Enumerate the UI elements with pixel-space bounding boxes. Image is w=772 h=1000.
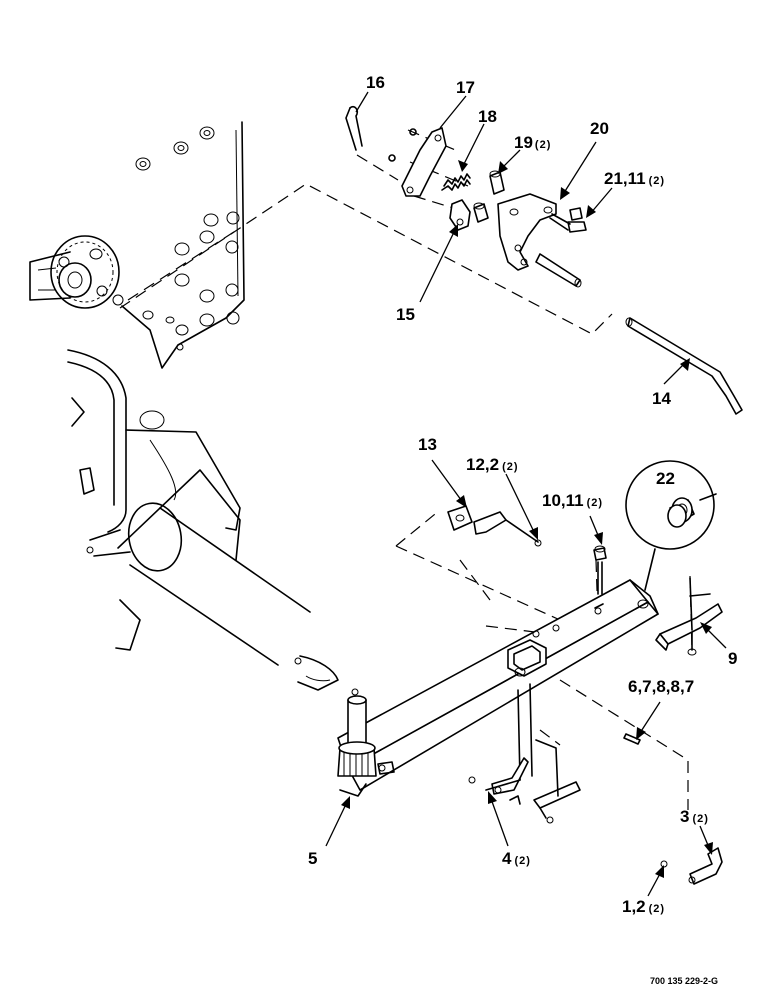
spring (441, 173, 471, 191)
callout-21-11: 21,11(2) (604, 169, 665, 188)
drive-cylinder (86, 502, 339, 691)
callout-6-7-8-8-7: 6,7,8,8,7 (628, 677, 694, 696)
upper-assembly-dashes (119, 129, 613, 335)
callout-20: 20 (590, 119, 609, 138)
lever-bracket (388, 127, 447, 197)
callout-17: 17 (456, 78, 475, 97)
cotter-pin (345, 105, 363, 151)
support-bracket (468, 683, 581, 824)
arm-extension (689, 577, 711, 631)
mounting-plate (497, 193, 582, 288)
callout-22: 22 (656, 469, 675, 488)
callout-14: 14 (652, 389, 671, 408)
spacers (473, 170, 505, 223)
callout-12-2: 12,2(2) (466, 455, 519, 474)
hex-bolt (593, 545, 607, 595)
sprocket-assembly (29, 235, 124, 309)
callout-16: 16 (366, 73, 385, 92)
leader-lines (325, 91, 727, 897)
lower-clip (660, 847, 723, 885)
callout-9: 9 (728, 649, 737, 668)
retaining-clip (473, 511, 542, 547)
callout-13: 13 (418, 435, 437, 454)
guide-plate (447, 505, 473, 531)
callout-10-11: 10,11(2) (542, 491, 603, 510)
callout-18: 18 (478, 107, 497, 126)
callout-5: 5 (308, 849, 317, 868)
pivot-pin (623, 733, 641, 745)
figure-code: 700 135 229-2-G (650, 976, 718, 986)
detail-magnifier (625, 460, 717, 591)
lower-frame-tube (67, 349, 241, 561)
link-plate (449, 199, 471, 231)
control-rod (625, 317, 743, 415)
vertical-shaft (337, 688, 377, 797)
callout-1-2: 1,2(2) (622, 897, 665, 916)
bolts (549, 207, 587, 233)
clevis-hook (507, 639, 547, 677)
callout-4: 4(2) (502, 849, 531, 868)
callout-15: 15 (396, 305, 415, 324)
main-arm (337, 579, 659, 791)
machine-frame-panel (121, 121, 245, 369)
callout-19: 19(2) (514, 133, 551, 152)
callout-3: 3(2) (680, 807, 709, 826)
callout-labels: 16 17 18 19(2) 20 21,11(2) 15 14 13 12,2… (308, 73, 737, 916)
side-bracket (655, 603, 723, 656)
